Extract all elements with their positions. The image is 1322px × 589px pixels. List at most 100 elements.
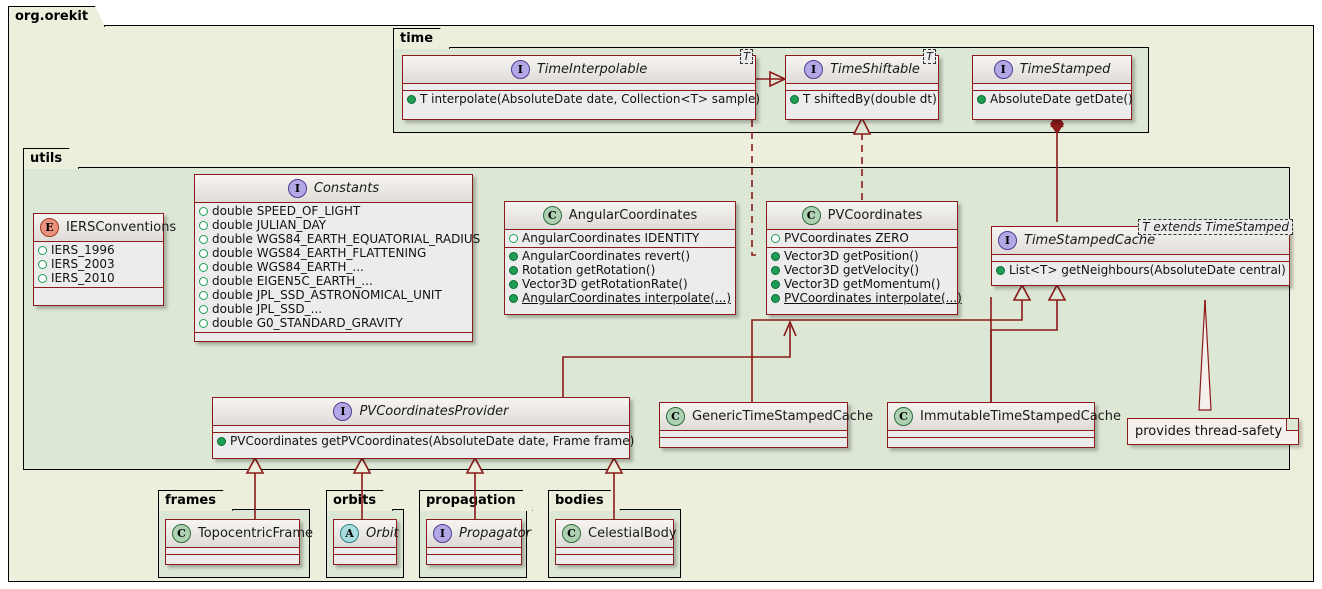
public-icon (407, 94, 416, 104)
fields-section (786, 84, 938, 91)
class-name: TimeInterpolable (536, 62, 648, 77)
static-icon (199, 318, 208, 328)
method-row: Rotation getRotation() (505, 263, 735, 277)
class-name: Orbit (366, 526, 399, 541)
fields-section (427, 548, 521, 555)
method-row: PVCoordinates interpolate(...) (767, 291, 962, 305)
interface-icon: I (993, 60, 1013, 79)
interface-icon: I (433, 524, 452, 543)
static-icon (199, 304, 208, 314)
method-row: AngularCoordinates interpolate(...) (505, 291, 735, 305)
class-icon: C (562, 524, 581, 543)
class-icon: C (801, 206, 821, 225)
class-title-pv-coordinates-provider: I PVCoordinatesProvider (213, 398, 629, 426)
method-label: AngularCoordinates revert() (522, 249, 691, 263)
methods-section: Vector3D getPosition() Vector3D getVeloc… (767, 248, 962, 307)
class-title-angular-coordinates: C AngularCoordinates (505, 202, 735, 230)
methods-section: List<T> getNeighbours(AbsoluteDate centr… (992, 262, 1289, 279)
class-title-topocentric-frame: C TopocentricFrame (166, 520, 313, 548)
class-title-orbit: A Orbit (334, 520, 399, 548)
static-icon (199, 220, 208, 230)
class-time-stamped-cache[interactable]: I TimeStampedCache T extends TimeStamped… (991, 219, 1293, 286)
method-row: Vector3D getPosition() (767, 249, 957, 263)
enum-icon: E (40, 218, 59, 237)
field-label: IERS_2003 (51, 257, 115, 271)
field-row: double JULIAN_DAY (195, 218, 472, 232)
fields-section (556, 548, 673, 555)
public-icon (509, 251, 518, 261)
class-title-iers-conventions: E IERSConventions (34, 214, 176, 242)
methods-section (195, 333, 472, 339)
field-row: AngularCoordinates IDENTITY (505, 231, 735, 245)
class-name: TimeStamped (1019, 62, 1111, 77)
class-name: PVCoordinatesProvider (359, 404, 509, 419)
fields-section (973, 84, 1131, 91)
static-icon (199, 248, 208, 258)
class-name: AngularCoordinates (568, 208, 698, 223)
field-label: double WGS84_EARTH_... (212, 260, 364, 274)
class-pv-coordinates[interactable]: C PVCoordinates PVCoordinates ZERO Vecto… (766, 201, 962, 315)
class-generic-time-stamped-cache[interactable]: C GenericTimeStampedCache (659, 402, 873, 448)
method-row: List<T> getNeighbours(AbsoluteDate centr… (992, 263, 1289, 277)
class-orbit[interactable]: A Orbit (333, 519, 399, 565)
class-celestial-body[interactable]: C CelestialBody (555, 519, 677, 565)
methods-section: T shiftedBy(double dt) (786, 91, 938, 108)
class-title-generic-time-stamped-cache: C GenericTimeStampedCache (660, 403, 873, 431)
static-icon (38, 273, 47, 283)
field-row: double G0_STANDARD_GRAVITY (195, 316, 472, 330)
method-label: Rotation getRotation() (522, 263, 656, 277)
class-name: IERSConventions (66, 220, 177, 235)
fields-section (334, 548, 396, 555)
class-name: TopocentricFrame (198, 526, 313, 541)
class-icon: C (172, 524, 191, 543)
method-row: Vector3D getMomentum() (767, 277, 957, 291)
static-icon (38, 245, 47, 255)
public-icon (771, 251, 780, 261)
class-icon: C (542, 206, 562, 225)
fields-section (992, 255, 1289, 262)
class-name: Propagator (459, 526, 531, 541)
field-row: IERS_1996 (34, 243, 163, 257)
method-row: AbsoluteDate getDate() (973, 92, 1133, 106)
public-icon (977, 94, 986, 104)
fields-section (660, 431, 847, 438)
public-icon (771, 279, 780, 289)
class-pv-coordinates-provider[interactable]: I PVCoordinatesProvider PVCoordinates ge… (212, 397, 634, 459)
class-time-stamped[interactable]: I TimeStamped AbsoluteDate getDate() (972, 55, 1133, 120)
field-row: IERS_2010 (34, 271, 163, 285)
field-row: double WGS84_EARTH_EQUATORIAL_RADIUS (195, 232, 480, 246)
methods-section (427, 555, 521, 561)
class-time-interpolable[interactable]: I TimeInterpolable T T interpolate(Absol… (402, 49, 760, 120)
field-row: double WGS84_EARTH_FLATTENING (195, 246, 472, 260)
class-name: GenericTimeStampedCache (692, 409, 874, 424)
class-constants[interactable]: I Constants double SPEED_OF_LIGHT double… (194, 174, 480, 342)
static-icon (509, 233, 518, 243)
class-angular-coordinates[interactable]: C AngularCoordinates AngularCoordinates … (504, 201, 736, 315)
class-iers-conventions[interactable]: E IERSConventions IERS_1996 IERS_2003 IE… (33, 213, 176, 306)
class-icon: C (666, 407, 685, 426)
field-label: double WGS84_EARTH_FLATTENING (212, 246, 427, 260)
class-topocentric-frame[interactable]: C TopocentricFrame (165, 519, 313, 565)
field-row: double EIGEN5C_EARTH_... (195, 274, 472, 288)
class-title-time-shiftable: I TimeShiftable T (786, 49, 938, 84)
package-label-org-orekit: org.orekit (8, 6, 105, 27)
fields-section (403, 84, 755, 91)
fields-section: PVCoordinates ZERO (767, 230, 957, 248)
class-immutable-time-stamped-cache[interactable]: C ImmutableTimeStampedCache (887, 402, 1121, 448)
methods-section (660, 438, 847, 444)
static-icon (199, 276, 208, 286)
static-icon (771, 233, 780, 243)
method-row: AngularCoordinates revert() (505, 249, 735, 263)
class-title-pv-coordinates: C PVCoordinates (767, 202, 957, 230)
method-label: T shiftedBy(double dt) (803, 92, 937, 106)
class-title-time-stamped: I TimeStamped (973, 56, 1131, 84)
class-name: ImmutableTimeStampedCache (920, 409, 1122, 424)
field-label: double SPEED_OF_LIGHT (212, 204, 361, 218)
method-label: AngularCoordinates interpolate(...) (522, 291, 732, 305)
class-time-shiftable[interactable]: I TimeShiftable T T shiftedBy(double dt) (785, 49, 939, 120)
field-row: double WGS84_EARTH_... (195, 260, 472, 274)
public-icon (771, 293, 780, 303)
method-label: Vector3D getRotationRate() (522, 277, 688, 291)
class-propagator[interactable]: I Propagator (426, 519, 531, 565)
